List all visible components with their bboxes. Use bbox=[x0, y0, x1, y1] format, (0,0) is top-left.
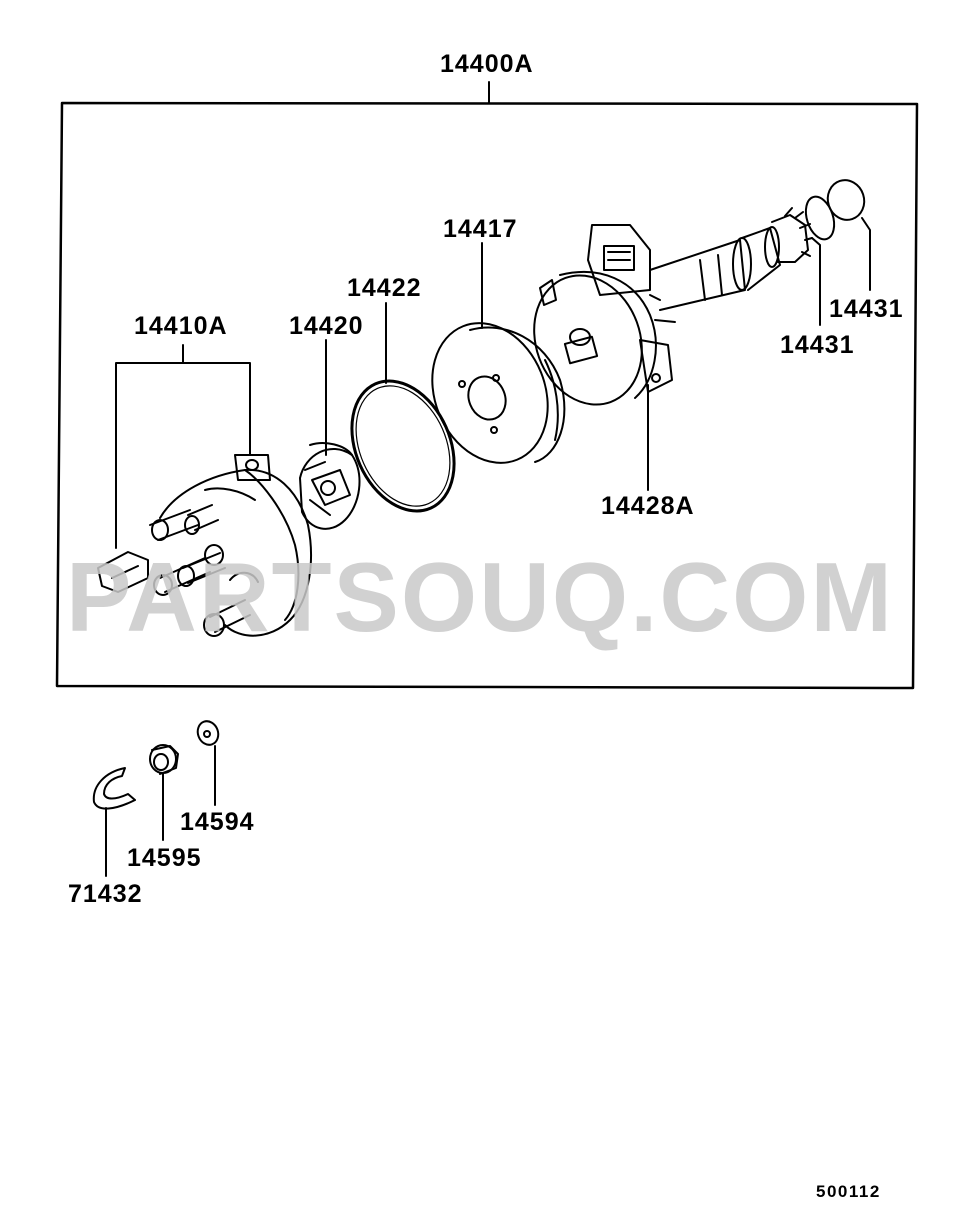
distributor-cap-drawing bbox=[97, 454, 312, 637]
assembly-frame bbox=[55, 101, 919, 690]
ring-small-leader bbox=[811, 237, 821, 326]
cover-drawing bbox=[431, 322, 566, 464]
ring-large-leader bbox=[861, 217, 871, 291]
assembly-label: 14400A bbox=[440, 50, 534, 78]
grommet-a-part-label: 14594 bbox=[180, 808, 255, 836]
o-ring-drawing bbox=[350, 379, 456, 513]
reference-code: 500112 bbox=[816, 1182, 881, 1201]
ring-small-drawing bbox=[804, 195, 836, 241]
housing-drawing bbox=[533, 207, 813, 406]
grommet-a-drawing bbox=[196, 720, 220, 746]
watermark: PARTSOUQ.COM bbox=[66, 542, 894, 652]
ring-large-part-label: 14431 bbox=[829, 295, 904, 323]
o-ring-part-label: 14422 bbox=[347, 274, 422, 302]
cap-part-label: 14410A bbox=[134, 312, 228, 340]
clip-part-label: 71432 bbox=[68, 880, 143, 908]
ring-small-part-label: 14431 bbox=[780, 331, 855, 359]
cover-part-label: 14417 bbox=[443, 215, 518, 243]
clip-drawing bbox=[92, 767, 136, 810]
ring-large-drawing bbox=[826, 179, 866, 221]
grommet-b-part-label: 14595 bbox=[127, 844, 202, 872]
housing-part-label: 14428A bbox=[601, 492, 695, 520]
grommet-b-drawing bbox=[149, 744, 179, 775]
rotor-drawing bbox=[299, 442, 361, 530]
rotor-part-label: 14420 bbox=[289, 312, 364, 340]
cap-leader-bracket bbox=[115, 344, 251, 549]
